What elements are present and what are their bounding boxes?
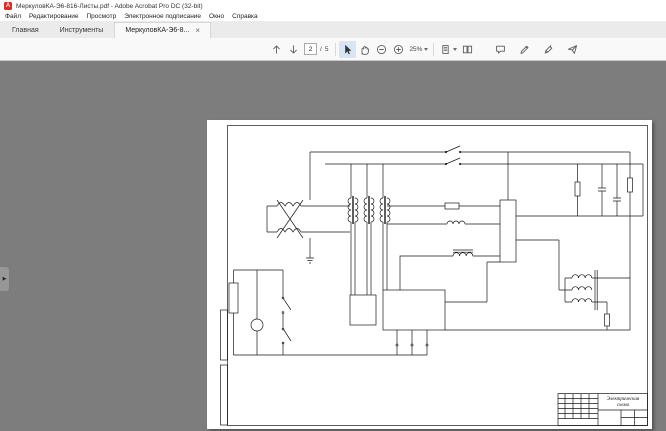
chevron-down-icon xyxy=(453,48,457,51)
zoom-level-dropdown[interactable]: 25% xyxy=(407,46,430,53)
comment-icon xyxy=(495,44,506,55)
tab-home-label: Главная xyxy=(12,27,39,34)
document-toolbar: 2 / 5 xyxy=(0,38,666,61)
title-block-name: Электрическая схема xyxy=(598,397,648,410)
tab-document[interactable]: МеркуловКА-Э6-8... × xyxy=(114,22,211,38)
chevron-down-icon xyxy=(424,48,428,51)
window-title: МеркуловКА-Э6-816-Листы.pdf - Adobe Acro… xyxy=(16,3,203,10)
toolbar-separator xyxy=(433,43,434,56)
panel-expander-button[interactable]: ▶ xyxy=(0,267,9,291)
two-page-view-button[interactable] xyxy=(459,41,476,58)
plus-circle-icon xyxy=(393,44,404,55)
page-display-button[interactable] xyxy=(437,41,459,58)
title-block-name-line2: схема xyxy=(598,403,648,409)
page-count-label: / 5 xyxy=(320,46,328,53)
acrobat-app-icon: A xyxy=(4,2,12,10)
page-number-input[interactable]: 2 xyxy=(304,43,317,55)
hand-icon xyxy=(359,44,370,55)
next-page-button[interactable] xyxy=(285,41,302,58)
tab-home[interactable]: Главная xyxy=(2,23,49,38)
zoom-level-value: 25% xyxy=(409,46,422,53)
tab-close-icon[interactable]: × xyxy=(195,27,200,35)
view-group xyxy=(437,41,476,58)
menu-item-esign[interactable]: Электронное подписание xyxy=(124,13,201,20)
pen-nib-icon xyxy=(543,44,554,55)
tab-bar: Главная Инструменты МеркуловКА-Э6-8... × xyxy=(0,21,666,38)
tab-document-label: МеркуловКА-Э6-8... xyxy=(125,27,189,34)
comment-button[interactable] xyxy=(492,41,509,58)
fill-sign-button[interactable] xyxy=(516,41,533,58)
menu-item-edit[interactable]: Редактирование xyxy=(29,13,79,20)
previous-page-button[interactable] xyxy=(268,41,285,58)
tab-tools-label: Инструменты xyxy=(60,27,104,34)
hand-tool-button[interactable] xyxy=(356,41,373,58)
minus-circle-icon xyxy=(376,44,387,55)
arrow-down-icon xyxy=(288,44,299,55)
share-button[interactable] xyxy=(564,41,581,58)
menu-item-view[interactable]: Просмотр xyxy=(87,13,117,20)
document-page[interactable]: Электрическая схема xyxy=(207,120,652,429)
document-canvas[interactable]: ▶ xyxy=(0,62,666,431)
zoom-in-button[interactable] xyxy=(390,41,407,58)
title-bar: A МеркуловКА-Э6-816-Листы.pdf - Adobe Ac… xyxy=(0,0,666,12)
tab-tools[interactable]: Инструменты xyxy=(50,23,114,38)
menu-item-help[interactable]: Справка xyxy=(232,13,258,20)
select-tool-button[interactable] xyxy=(339,41,356,58)
page-nav-group: 2 / 5 xyxy=(268,41,332,58)
zoom-out-button[interactable] xyxy=(373,41,390,58)
schematic-drawing xyxy=(207,120,652,429)
sign-button[interactable] xyxy=(540,41,557,58)
pencil-icon xyxy=(519,44,530,55)
arrow-up-icon xyxy=(271,44,282,55)
annotate-group xyxy=(492,41,581,58)
tools-group: 25% xyxy=(339,41,430,58)
menu-bar: Файл Редактирование Просмотр Электронное… xyxy=(0,12,666,21)
menu-item-window[interactable]: Окно xyxy=(209,13,224,20)
paper-plane-icon xyxy=(567,44,578,55)
toolbar-separator xyxy=(335,43,336,56)
page-separator: / xyxy=(320,46,322,53)
cursor-icon xyxy=(342,44,353,55)
page-total: 5 xyxy=(325,46,329,53)
menu-item-file[interactable]: Файл xyxy=(5,13,21,20)
page-icon xyxy=(440,44,451,55)
pages-icon xyxy=(462,44,473,55)
